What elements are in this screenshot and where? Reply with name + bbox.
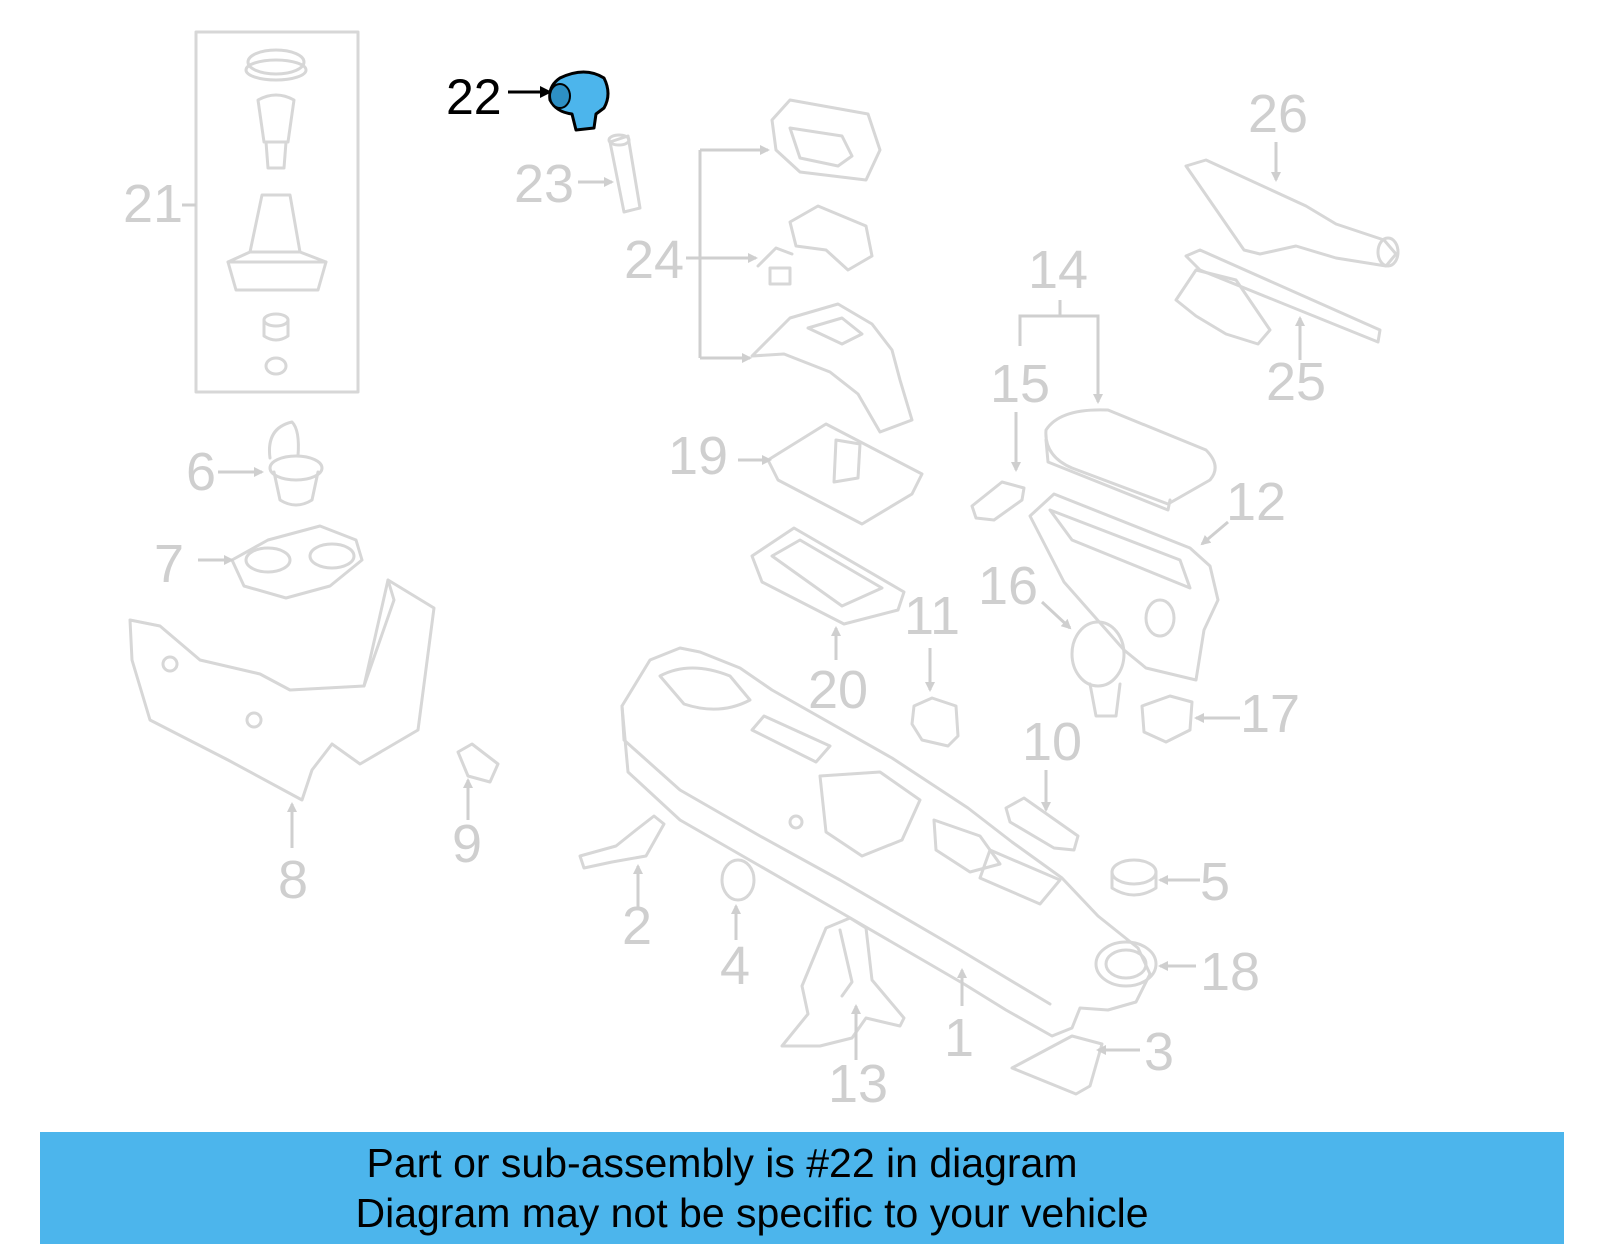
callout-7: 7 — [154, 534, 184, 594]
part-17-clip — [1140, 694, 1240, 744]
callout-21: 21 — [123, 174, 183, 234]
callout-25: 25 — [1266, 352, 1326, 412]
part-15-switch — [970, 412, 1026, 522]
part-14-armrest-lid — [1018, 300, 1217, 512]
part-20-trim-frame — [750, 526, 906, 660]
callout-17: 17 — [1240, 684, 1300, 744]
callout-3: 3 — [1144, 1022, 1174, 1082]
callout-8: 8 — [278, 850, 308, 910]
part-3-trim — [1010, 1034, 1140, 1096]
callout-19: 19 — [668, 426, 728, 486]
callout-14: 14 — [1028, 240, 1088, 300]
callout-10: 10 — [1022, 712, 1082, 772]
callout-12: 12 — [1226, 472, 1286, 532]
callout-1: 1 — [944, 1008, 974, 1068]
part-25-brake-lever — [1174, 248, 1382, 360]
callout-2: 2 — [622, 896, 652, 956]
callout-23: 23 — [514, 154, 574, 214]
callout-22: 22 — [446, 69, 502, 125]
part-4-grommet — [720, 858, 756, 940]
part-19-boot-plate — [738, 422, 924, 526]
part-7-mat — [198, 524, 364, 600]
part-23-pin — [578, 133, 642, 214]
banner-line-disclaimer: Diagram may not be specific to your vehi… — [355, 1190, 1149, 1236]
callout-6: 6 — [186, 442, 216, 502]
part-22-shift-knob — [508, 70, 610, 132]
part-21-shift-boot-kit — [182, 30, 360, 394]
callout-24: 24 — [624, 230, 684, 290]
callout-13: 13 — [828, 1054, 888, 1114]
callout-15: 15 — [990, 354, 1050, 414]
banner-line-part-info: Part or sub-assembly is #22 in diagram — [366, 1140, 1078, 1186]
callout-4: 4 — [720, 936, 750, 996]
part-8-side-trim — [128, 578, 436, 848]
callout-9: 9 — [452, 814, 482, 874]
part-24-shifter-assembly — [686, 98, 914, 434]
part-16-cup-holder — [1040, 600, 1126, 718]
part-6-cup — [218, 420, 324, 507]
part-12-storage-bin — [1028, 492, 1229, 682]
part-1-center-console — [620, 646, 1158, 1038]
part-5-plug — [1110, 858, 1200, 897]
callout-11: 11 — [904, 586, 960, 646]
callout-18: 18 — [1200, 942, 1260, 1002]
part-10-bracket — [1004, 770, 1080, 852]
part-26-lever-handle — [1184, 142, 1400, 268]
part-13-bracket — [780, 916, 906, 1060]
callout-16: 16 — [978, 556, 1038, 616]
callout-5: 5 — [1200, 852, 1230, 912]
part-2-bracket — [578, 814, 666, 908]
part-11-latch — [910, 648, 960, 748]
callout-26: 26 — [1248, 84, 1308, 144]
callout-20: 20 — [808, 660, 868, 720]
part-9-pin — [456, 742, 500, 820]
info-banner: Part or sub-assembly is #22 in diagram D… — [40, 1132, 1564, 1244]
